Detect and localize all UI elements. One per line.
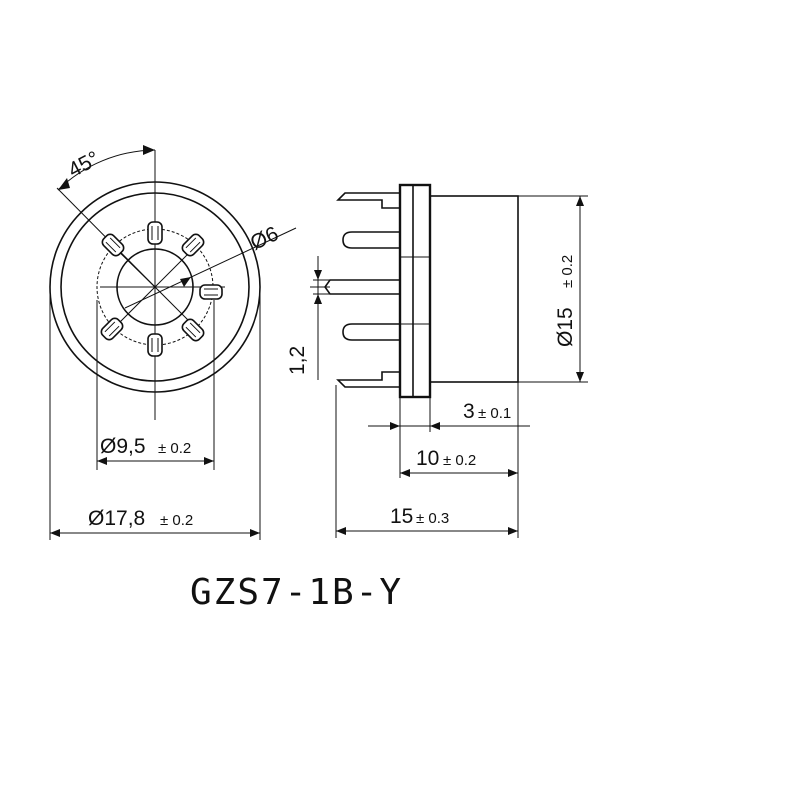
socket-body (429, 195, 519, 383)
overall-length-value: 15 (390, 505, 413, 528)
flange-value: 3 (463, 400, 475, 423)
flange-tol: ± 0.1 (478, 405, 511, 422)
pin-contact (100, 317, 124, 341)
pin-width-label: 1,2 (286, 346, 309, 375)
pin-lead (342, 231, 400, 249)
pin-contact (101, 233, 125, 257)
pin-lead (342, 323, 400, 341)
pin-contact (147, 221, 163, 245)
pin-contact (147, 333, 163, 357)
pin-contact (199, 284, 223, 300)
pin-lead (336, 192, 400, 209)
outer-dia-tol: ± 0.2 (160, 512, 193, 529)
hole-leader-line (124, 227, 297, 309)
overall-length-tol: ± 0.3 (416, 510, 449, 527)
body-dia-tol: ± 0.2 (559, 255, 576, 288)
pin-contact (181, 318, 205, 342)
pin-contact (181, 233, 205, 257)
outer-dia-value: Ø17,8 (88, 507, 145, 530)
model-name: GZS7-1B-Y (190, 572, 403, 613)
body-length-tol: ± 0.2 (443, 452, 476, 469)
body-dia-value: Ø15 (554, 307, 577, 347)
body-length-value: 10 (416, 447, 439, 470)
front-view: 45° Ø6 Ø9,5 ± 0.2 Ø17,8 ± 0.2 (49, 145, 297, 540)
pin-lead (336, 371, 400, 388)
angle-label: 45° (64, 147, 103, 182)
socket-flange (398, 183, 432, 399)
hole-dia-label: Ø6 (247, 222, 282, 255)
pin-lead (324, 279, 400, 295)
pitch-dia-tol: ± 0.2 (158, 440, 191, 457)
pitch-dia-value: Ø9,5 (100, 435, 146, 458)
side-view: 1,2 Ø15 ± 0.2 3 ± 0.1 10 ± 0.2 15 ± 0.3 (286, 183, 588, 538)
